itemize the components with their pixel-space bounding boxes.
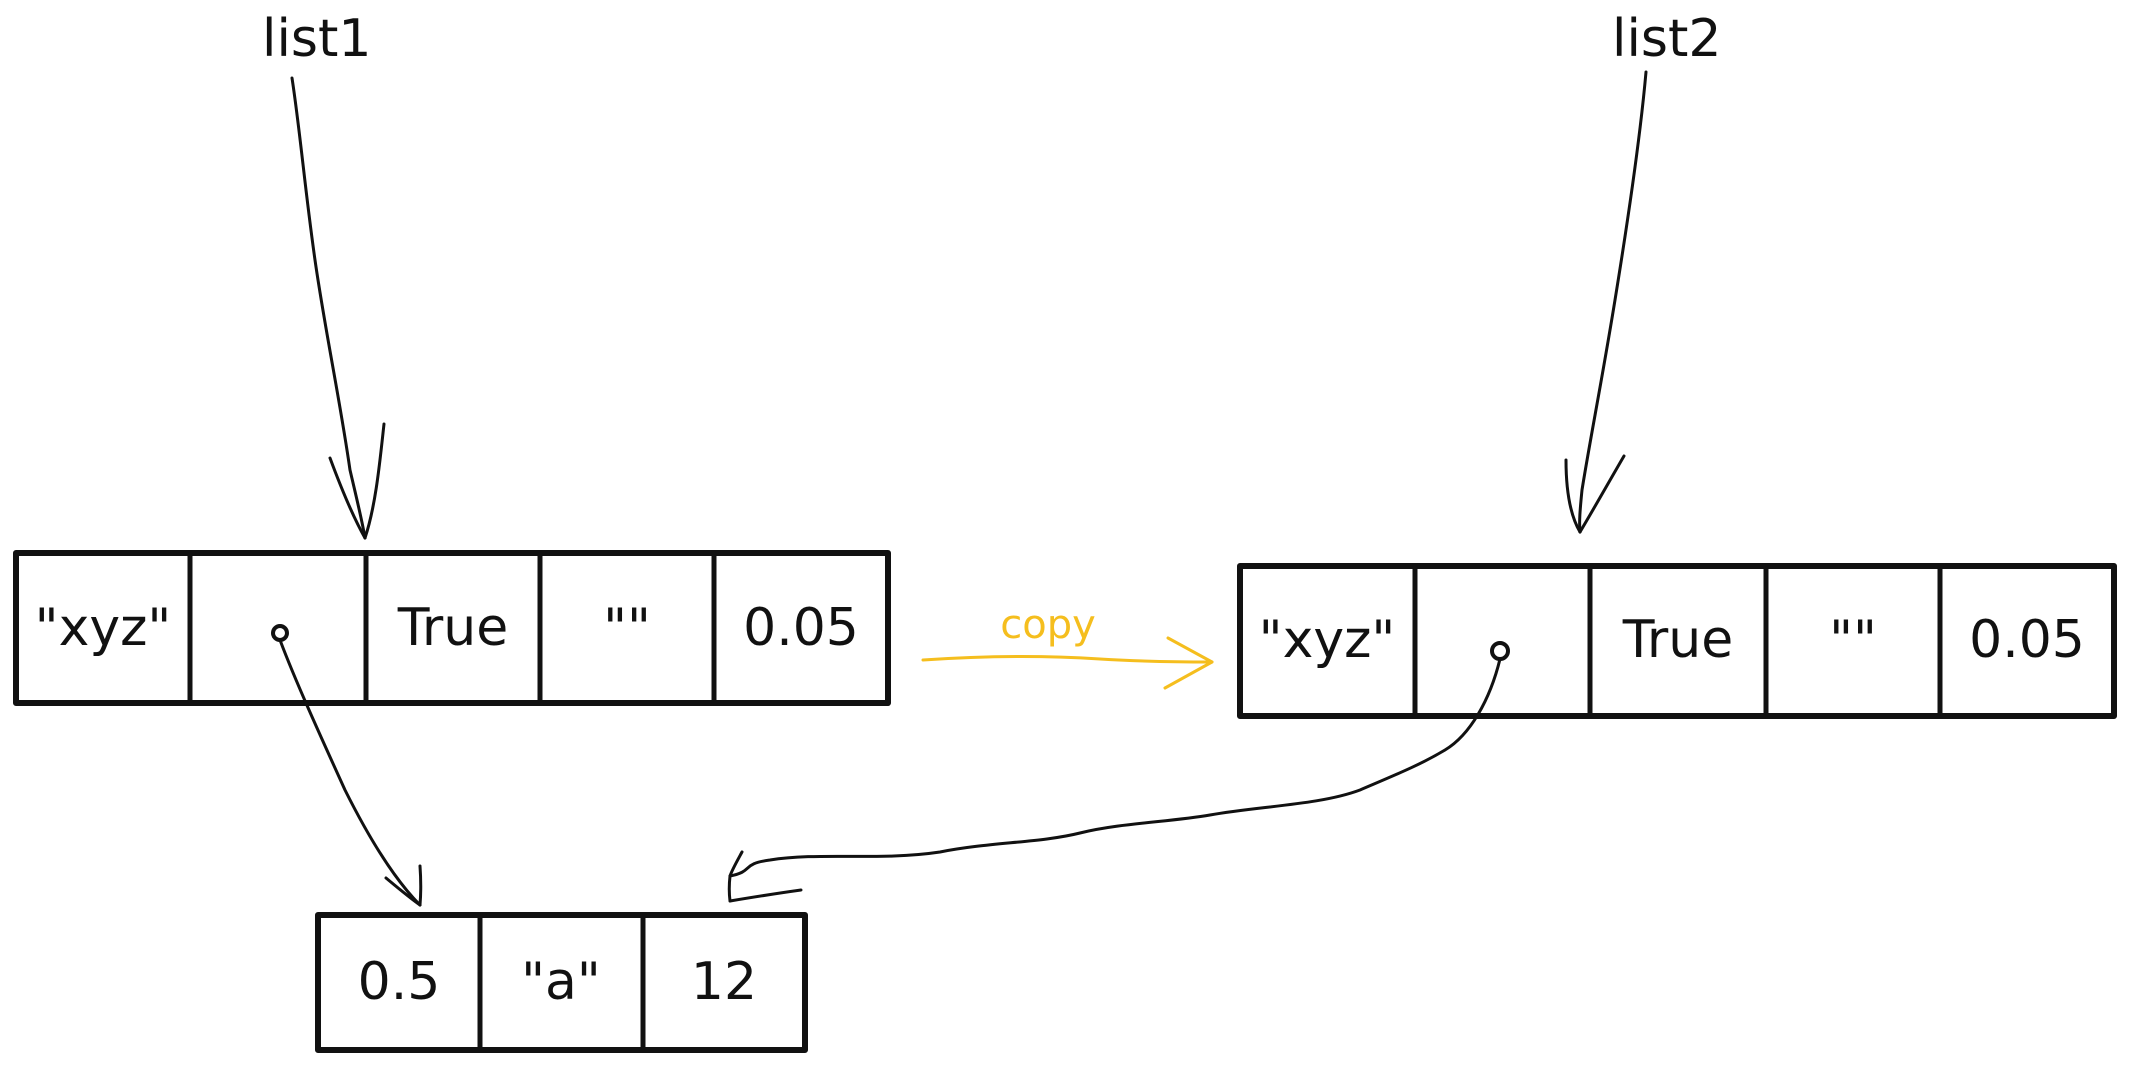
nested-list-cell-1: "a" [521, 952, 601, 1012]
list2-pointer-dot [1490, 641, 1510, 661]
list1-cell-4: 0.05 [743, 598, 859, 658]
list2-pointer-arrowhead-b [728, 888, 803, 903]
list1-pointer-arrowhead-b [418, 864, 423, 907]
list2-pointer-arrow [728, 657, 1502, 878]
list1-reference-arrow [290, 76, 367, 540]
list1-cell-2: True [397, 598, 508, 658]
copy-label: copy [1000, 602, 1096, 648]
list2-array: "xyz" True "" 0.05 [1237, 563, 2117, 719]
nested-list-array: 0.5 "a" 12 [315, 912, 808, 1053]
copy-arrow [921, 654, 1214, 664]
list1-cell-0: "xyz" [35, 598, 172, 658]
list2-cell-2: True [1622, 610, 1733, 670]
list2-cell-4: 0.05 [1969, 610, 2085, 670]
list1-pointer-arrowhead-a [384, 876, 422, 907]
list1-arrowhead-right [363, 422, 386, 540]
list2-arrowhead-right [1578, 454, 1626, 534]
list2-pointer-arrowhead-stem [727, 874, 732, 903]
list2-reference-arrow [1578, 70, 1648, 534]
copy-arrowhead [1163, 636, 1214, 690]
list2-pointer-arrowhead-a [728, 850, 744, 878]
list2-cell-3: "" [1829, 610, 1877, 670]
nested-list-frame [315, 912, 808, 1053]
list2-frame [1237, 563, 2117, 719]
list2-label: list2 [1612, 9, 1721, 69]
list1-arrowhead-left [328, 456, 367, 540]
nested-list-cell-2: 12 [691, 952, 757, 1012]
nested-list-cell-0: 0.5 [358, 952, 441, 1012]
list1-frame [13, 550, 891, 706]
list1-label: list1 [262, 9, 371, 69]
list2-arrowhead-left [1564, 458, 1582, 534]
list1-array: "xyz" True "" 0.05 [13, 550, 891, 706]
list2-cell-0: "xyz" [1259, 610, 1396, 670]
list1-cell-3: "" [603, 598, 651, 658]
list1-pointer-arrow [278, 638, 422, 907]
list1-pointer-dot [271, 624, 289, 642]
